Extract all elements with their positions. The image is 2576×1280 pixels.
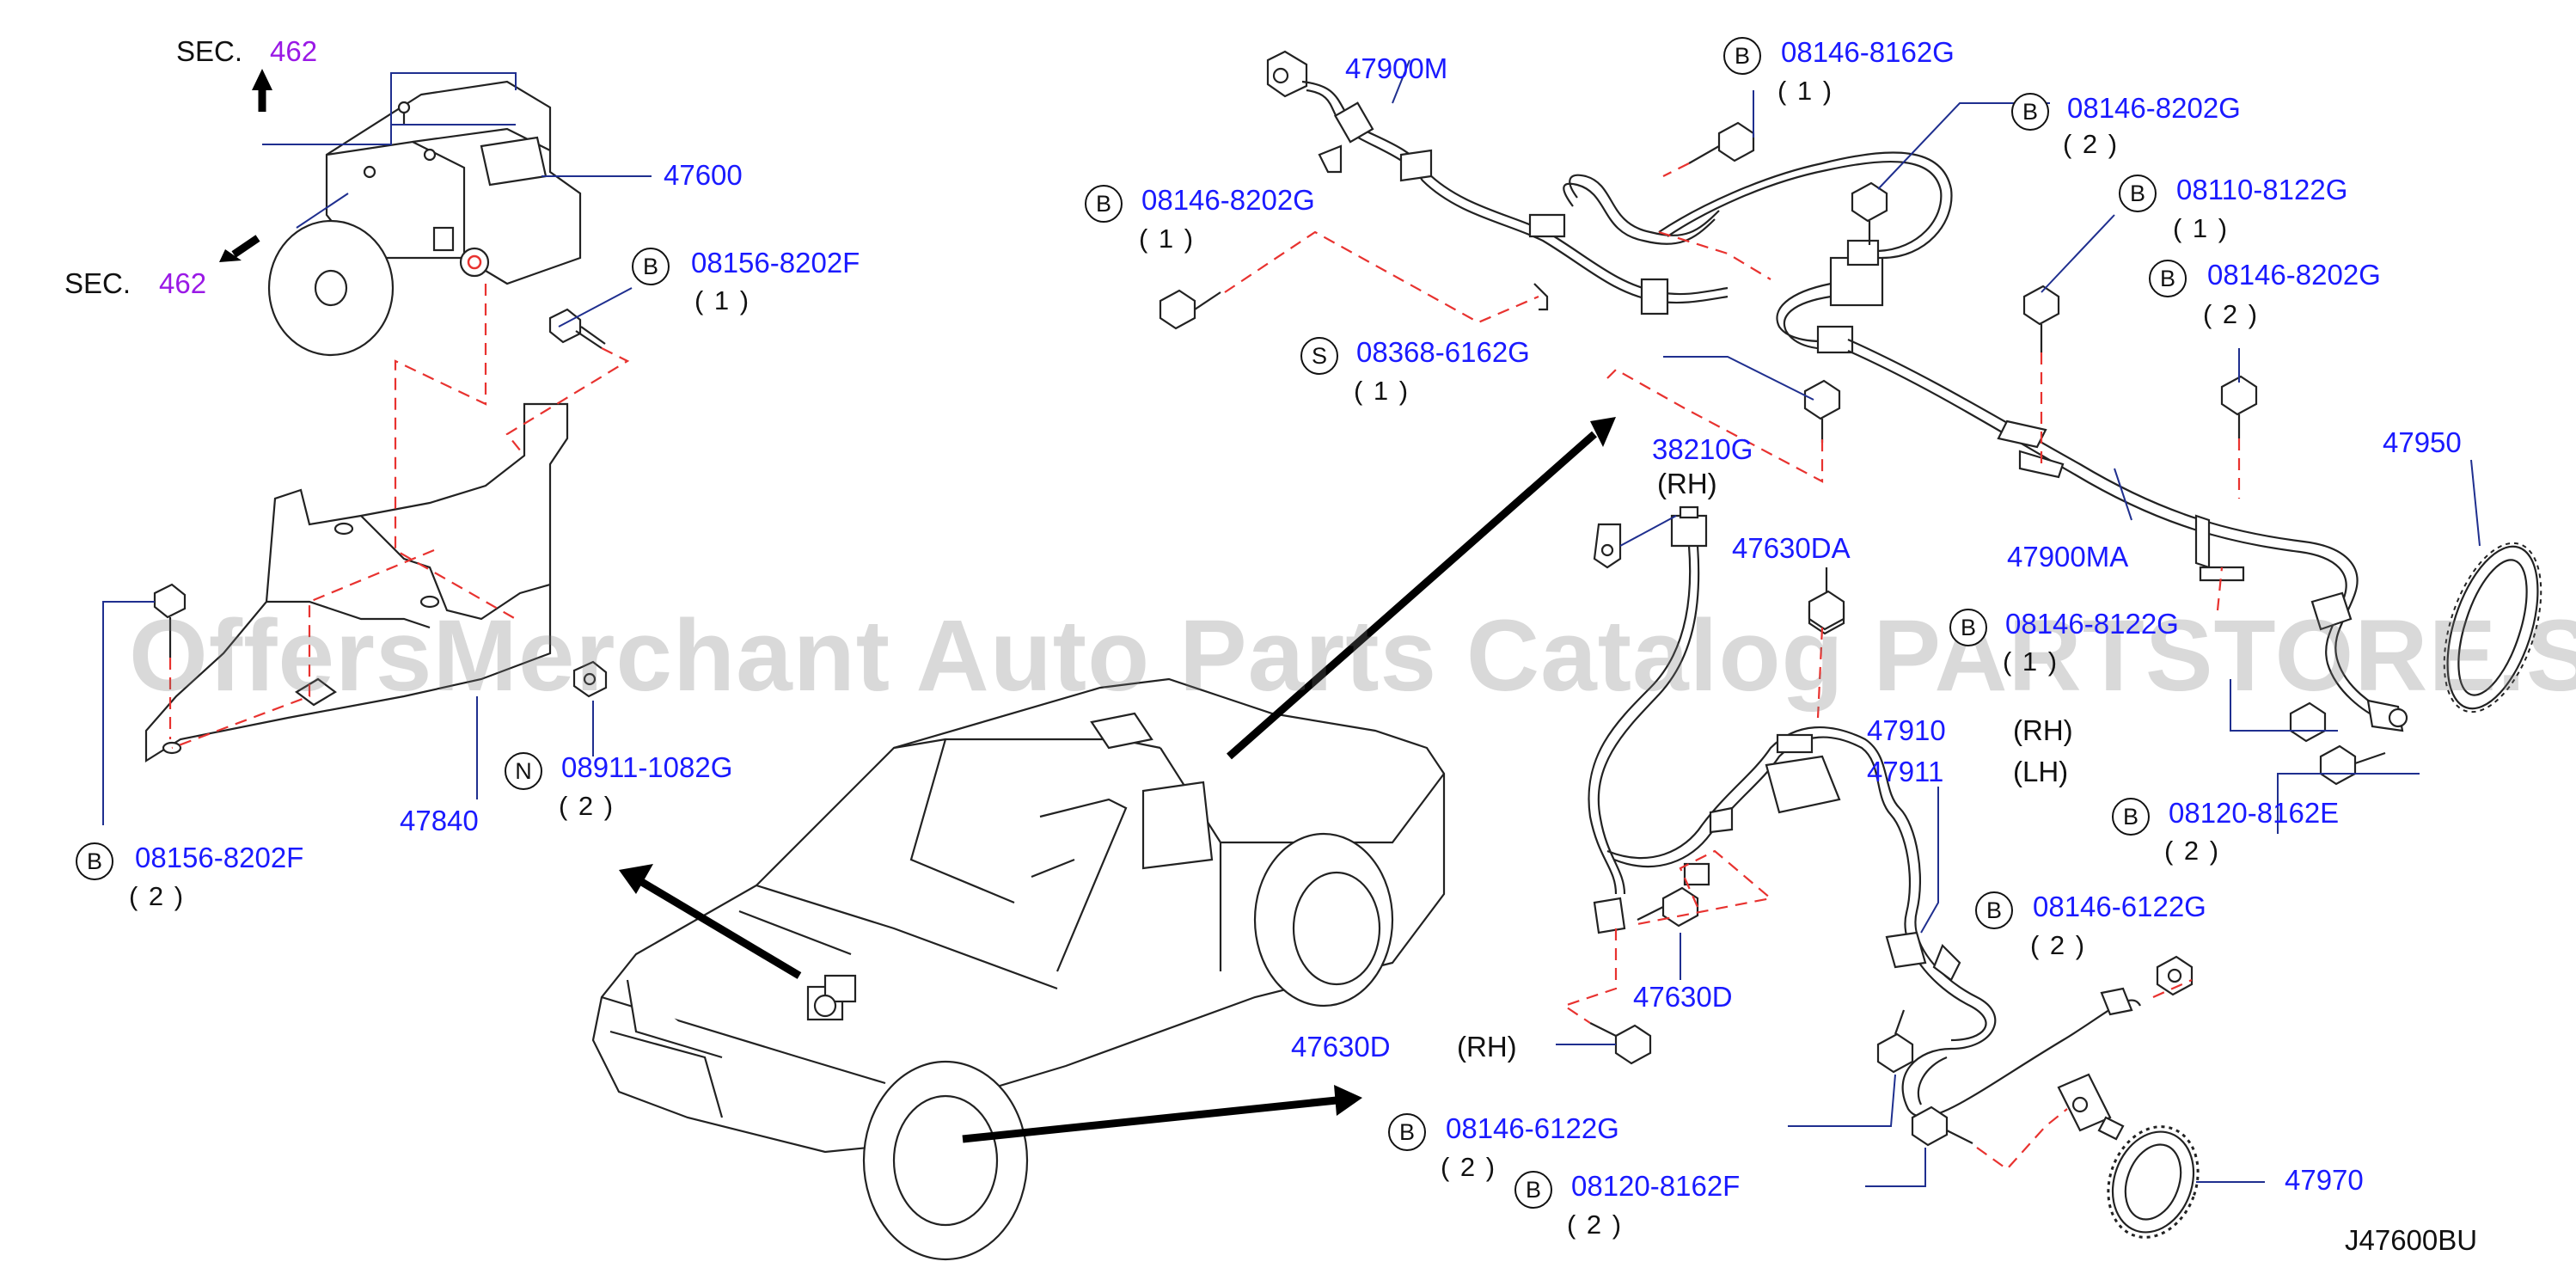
fastener-prefix-3: N — [505, 752, 542, 790]
bolt-08110-8122G — [2022, 285, 2060, 352]
sensor-rotor-47950 — [2443, 542, 2542, 713]
fastener-qty-2: ( 2 ) — [129, 881, 186, 911]
fastener-part-2[interactable]: 08156-8202F — [135, 842, 304, 873]
arrow-to-abs — [638, 878, 802, 979]
fastener-prefix-1: B — [632, 248, 670, 285]
bolt-08120-8162E — [2319, 744, 2386, 786]
fastener-part-14[interactable]: 08120-8162F — [1571, 1170, 1741, 1202]
bolt-08368-6162G — [1803, 379, 1841, 443]
callout-47911-side: (LH) — [2013, 756, 2069, 787]
bolt-08146-8162G — [1688, 121, 1755, 164]
abs-actuator-47600 — [262, 72, 652, 357]
bolt-08146-6122G-a — [2156, 955, 2194, 996]
fastener-prefix-14: B — [1514, 1171, 1552, 1209]
fastener-qty-9: ( 1 ) — [1354, 376, 1410, 406]
fastener-qty-6: ( 2 ) — [2063, 129, 2120, 159]
nut-08911-1082G — [572, 660, 608, 698]
callout-38210G-side: (RH) — [1657, 468, 1717, 499]
fastener-part-6[interactable]: 08146-8202G — [2067, 92, 2241, 124]
callout-47910-side: (RH) — [2013, 714, 2073, 746]
callout-47630DA[interactable]: 47630DA — [1732, 532, 1851, 564]
callout-47840[interactable]: 47840 — [400, 805, 479, 836]
bolt-47630D-a — [1637, 886, 1699, 928]
fastener-part-1[interactable]: 08156-8202F — [691, 247, 860, 279]
fastener-qty-13: ( 2 ) — [1441, 1152, 1497, 1182]
callout-47600[interactable]: 47600 — [664, 159, 743, 191]
sec-ref-prefix-left: SEC. — [64, 267, 132, 299]
fastener-prefix-4: B — [1085, 185, 1123, 223]
sec-ref-prefix-top: SEC. — [176, 35, 243, 67]
bolt-47630D-b — [1589, 1022, 1652, 1065]
callout-47630D-a[interactable]: 47630D — [1633, 981, 1733, 1013]
fastener-qty-7: ( 1 ) — [2173, 213, 2230, 243]
bolt-08146-8202G-right — [2220, 375, 2258, 438]
fastener-qty-12: ( 2 ) — [2030, 930, 2087, 960]
arrow-to-front-sensor — [962, 1096, 1337, 1143]
fastener-qty-3: ( 2 ) — [559, 791, 615, 821]
bracket-47840 — [144, 402, 569, 799]
fastener-prefix-9: S — [1300, 337, 1338, 375]
fastener-part-11[interactable]: 08120-8162E — [2169, 797, 2340, 829]
fastener-prefix-11: B — [2112, 798, 2150, 836]
fastener-part-9[interactable]: 08368-6162G — [1356, 336, 1530, 368]
bolt-08156-8202F-upper — [548, 308, 606, 349]
sec-ref-number-left[interactable]: 462 — [159, 267, 207, 299]
pickup-truck — [591, 677, 1446, 1261]
fastener-part-8[interactable]: 08146-8202G — [2207, 259, 2381, 291]
fastener-prefix-10: B — [1949, 609, 1987, 646]
fastener-qty-14: ( 2 ) — [1567, 1210, 1624, 1240]
fastener-qty-11: ( 2 ) — [2164, 836, 2221, 866]
fastener-qty-1: ( 1 ) — [694, 285, 751, 315]
fastener-prefix-13: B — [1388, 1113, 1426, 1151]
fastener-part-13[interactable]: 08146-6122G — [1446, 1112, 1619, 1144]
fastener-qty-8: ( 2 ) — [2203, 299, 2260, 329]
bolt-08146-6122G-b — [1876, 1009, 1914, 1074]
fastener-prefix-8: B — [2149, 260, 2187, 297]
fastener-qty-4: ( 1 ) — [1139, 224, 1196, 254]
callout-38210G[interactable]: 38210G — [1652, 433, 1753, 465]
bolt-08156-8202F-lower — [153, 583, 187, 658]
sensor-rotor-47970 — [2107, 1125, 2200, 1239]
fastener-part-3[interactable]: 08911-1082G — [561, 751, 733, 783]
bolt-08120-8162E-b — [2289, 701, 2327, 743]
bolt-08120-8162F — [1911, 1105, 1973, 1147]
fastener-prefix-12: B — [1975, 891, 2013, 929]
callout-47970[interactable]: 47970 — [2285, 1164, 2364, 1196]
fastener-prefix-2: B — [76, 842, 113, 880]
fastener-part-7[interactable]: 08110-8122G — [2176, 174, 2348, 205]
fastener-prefix-6: B — [2011, 93, 2049, 131]
callout-47950[interactable]: 47950 — [2383, 426, 2462, 458]
bolt-08146-8202G-mid — [1851, 181, 1888, 245]
callout-47911[interactable]: 47911 — [1867, 756, 1944, 787]
fastener-part-5[interactable]: 08146-8162G — [1781, 36, 1955, 68]
callout-47630D-b-side: (RH) — [1457, 1031, 1517, 1063]
bolt-47630DA — [1808, 590, 1845, 631]
arrow-to-rear-harness — [1227, 431, 1597, 760]
fastener-part-12[interactable]: 08146-6122G — [2033, 891, 2206, 922]
fastener-prefix-5: B — [1723, 37, 1761, 75]
diagram-code: J47600BU — [2345, 1224, 2478, 1256]
fastener-qty-5: ( 1 ) — [1778, 76, 1834, 106]
fastener-part-10[interactable]: 08146-8122G — [2005, 608, 2179, 640]
front-speed-sensor — [2057, 1073, 2125, 1141]
callout-47900MA[interactable]: 47900MA — [2007, 541, 2129, 573]
rear-harness-47900M — [1266, 50, 2408, 732]
callout-47630D-b[interactable]: 47630D — [1291, 1031, 1391, 1063]
front-harness-47910 — [1588, 505, 2141, 1118]
fastener-prefix-7: B — [2119, 175, 2157, 212]
fastener-part-4[interactable]: 08146-8202G — [1141, 184, 1315, 216]
fastener-qty-10: ( 1 ) — [2003, 646, 2059, 677]
callout-47900M[interactable]: 47900M — [1345, 52, 1448, 84]
bolt-08146-8202G-left — [1159, 289, 1221, 330]
callout-47910[interactable]: 47910 — [1867, 714, 1946, 746]
sec-ref-number-top[interactable]: 462 — [270, 35, 318, 67]
